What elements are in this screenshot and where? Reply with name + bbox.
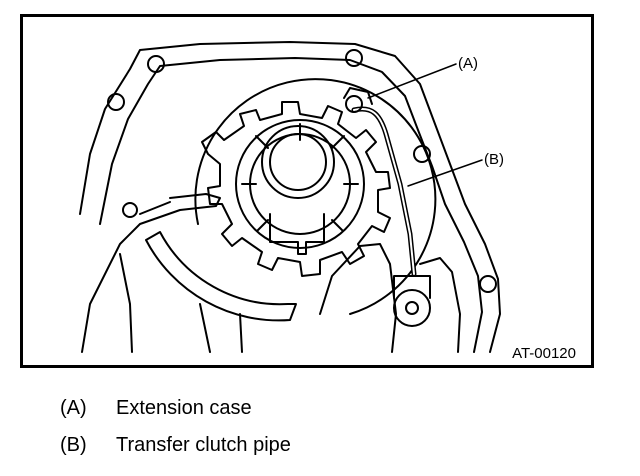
- shaft-inner: [269, 133, 327, 191]
- pipe-fitting-bottom-body: [393, 275, 431, 299]
- shaft-outer: [261, 125, 335, 199]
- figure-code: AT-00120: [512, 345, 576, 362]
- pipe-fitting-bottom: [393, 289, 431, 327]
- lower-housing-left: [119, 253, 243, 353]
- left-bracket: [81, 193, 221, 353]
- legend-item-a: (A) Extension case: [60, 396, 252, 420]
- extension-case-inner-outline: [99, 57, 483, 353]
- legend-label: Extension case: [116, 397, 252, 419]
- left-bracket-2: [139, 201, 171, 215]
- figure-frame: [20, 14, 594, 368]
- callout-b-leader: [407, 159, 483, 187]
- bolt-hole-1: [107, 93, 125, 111]
- gear-ring: [201, 101, 391, 277]
- lower-crescent: [145, 231, 297, 322]
- bolt-hole-6: [122, 202, 138, 218]
- legend-label: Transfer clutch pipe: [116, 434, 291, 456]
- bolt-hole-5: [479, 275, 497, 293]
- legend-key: (A): [60, 397, 87, 419]
- lower-housing-right: [419, 257, 461, 353]
- cover-plate-arc: [194, 78, 437, 315]
- callout-b: (B): [484, 151, 504, 168]
- legend-key: (B): [60, 434, 87, 456]
- bolt-hole-2: [147, 55, 165, 73]
- bolt-hole-3: [345, 49, 363, 67]
- diagram-figure: (A) (B) AT-00120: [20, 14, 594, 368]
- shaft-key: [269, 213, 325, 255]
- drum-outer: [235, 119, 365, 249]
- legend-item-b: (B) Transfer clutch pipe: [60, 433, 291, 457]
- callout-a-leader: [367, 63, 457, 99]
- drum-spokes: [241, 123, 359, 231]
- pipe-fitting-top: [345, 95, 363, 113]
- extension-case-outline: [79, 41, 501, 353]
- callout-a: (A): [458, 55, 478, 72]
- extension-case-drawing: (A) (B) AT-00120: [20, 14, 594, 368]
- pipe-fitting-bottom-bolt: [405, 301, 419, 315]
